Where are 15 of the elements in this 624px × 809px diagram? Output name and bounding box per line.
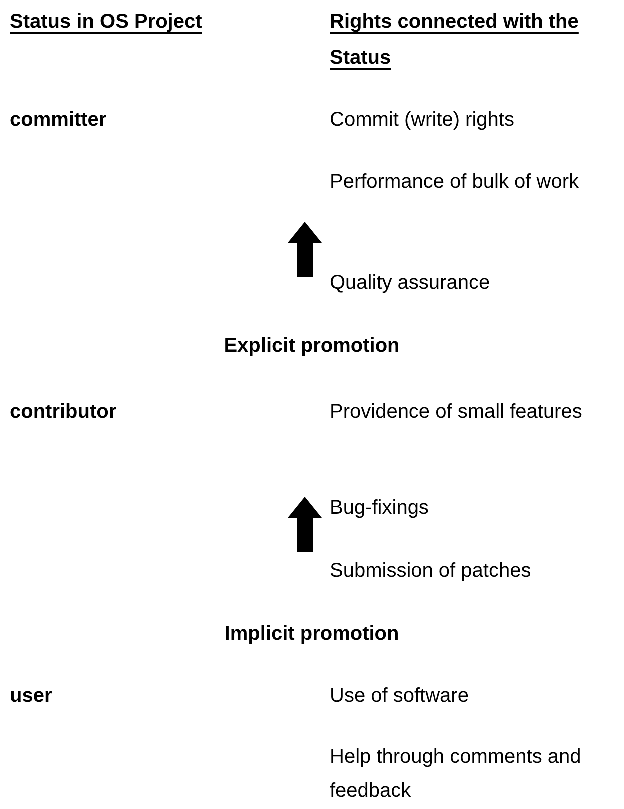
column-header: Status in OS Project	[10, 10, 204, 35]
rights-item: Use of software	[330, 684, 470, 709]
rights-item: Quality assurance	[330, 271, 492, 296]
rights-item: Commit (write) rights	[330, 108, 516, 133]
status-label: committer	[10, 108, 108, 133]
rights-item: Performance of bulk of work	[330, 170, 580, 195]
column-header: Rights connected with the Status	[330, 10, 580, 71]
status-label: user	[10, 684, 54, 709]
promotion-label: Explicit promotion	[223, 334, 401, 359]
rights-item: Submission of patches	[330, 559, 532, 584]
promotion-label: Implicit promotion	[224, 622, 400, 647]
rights-item: Providence of small features	[330, 400, 584, 425]
rights-item: Bug-fixings	[330, 496, 430, 521]
rights-item: Help through comments and feedback	[330, 745, 582, 804]
status-label: contributor	[10, 400, 118, 425]
